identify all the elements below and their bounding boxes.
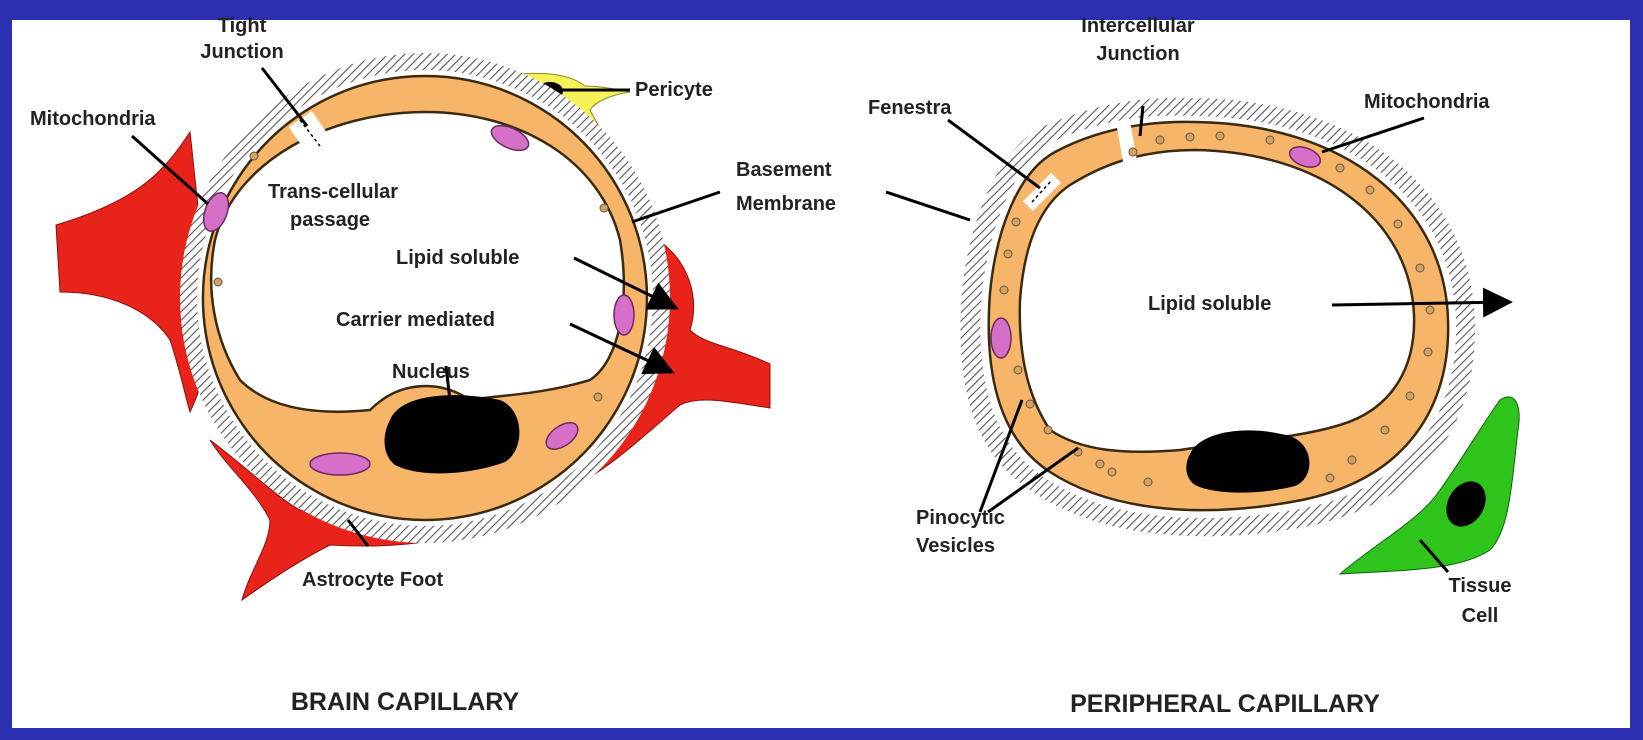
label-tissue-1: Tissue — [1449, 575, 1512, 597]
label-tight-junction-1: Tight — [218, 15, 267, 37]
mitochondrion-4 — [310, 453, 370, 475]
label-pinocytic-1: Pinocytic — [916, 507, 1005, 529]
label-pericyte: Pericyte — [635, 79, 713, 101]
label-brain-lipid-soluble: Lipid soluble — [396, 247, 519, 269]
label-astrocyte-foot: Astrocyte Foot — [302, 569, 443, 591]
label-basement-1: Basement — [736, 159, 832, 181]
label-pinocytic-2: Vesicles — [916, 535, 995, 557]
peripheral-capillary — [886, 98, 1519, 574]
peripheral-nucleus — [1186, 430, 1309, 492]
label-basement-2: Membrane — [736, 193, 836, 215]
label-transcellular-1: Trans-cellular — [268, 181, 398, 203]
label-fenestra: Fenestra — [868, 97, 952, 119]
label-tissue-2: Cell — [1462, 605, 1499, 627]
label-intercellular-2: Junction — [1096, 43, 1179, 65]
peripheral-mitochondrion-2 — [991, 318, 1011, 358]
label-transcellular-2: passage — [290, 209, 370, 231]
label-tight-junction-2: Junction — [200, 41, 283, 63]
label-brain-mitochondria: Mitochondria — [30, 108, 156, 130]
label-intercellular-1: Intercellular — [1081, 15, 1195, 37]
title-peripheral-capillary: PERIPHERAL CAPILLARY — [1070, 690, 1380, 718]
label-peripheral-mitochondria: Mitochondria — [1364, 91, 1490, 113]
title-brain-capillary: BRAIN CAPILLARY — [291, 688, 520, 716]
mitochondrion-3 — [614, 295, 634, 335]
label-peripheral-lipid-soluble: Lipid soluble — [1148, 293, 1271, 315]
label-carrier-mediated: Carrier mediated — [336, 309, 495, 331]
label-nucleus: Nucleus — [392, 361, 470, 383]
